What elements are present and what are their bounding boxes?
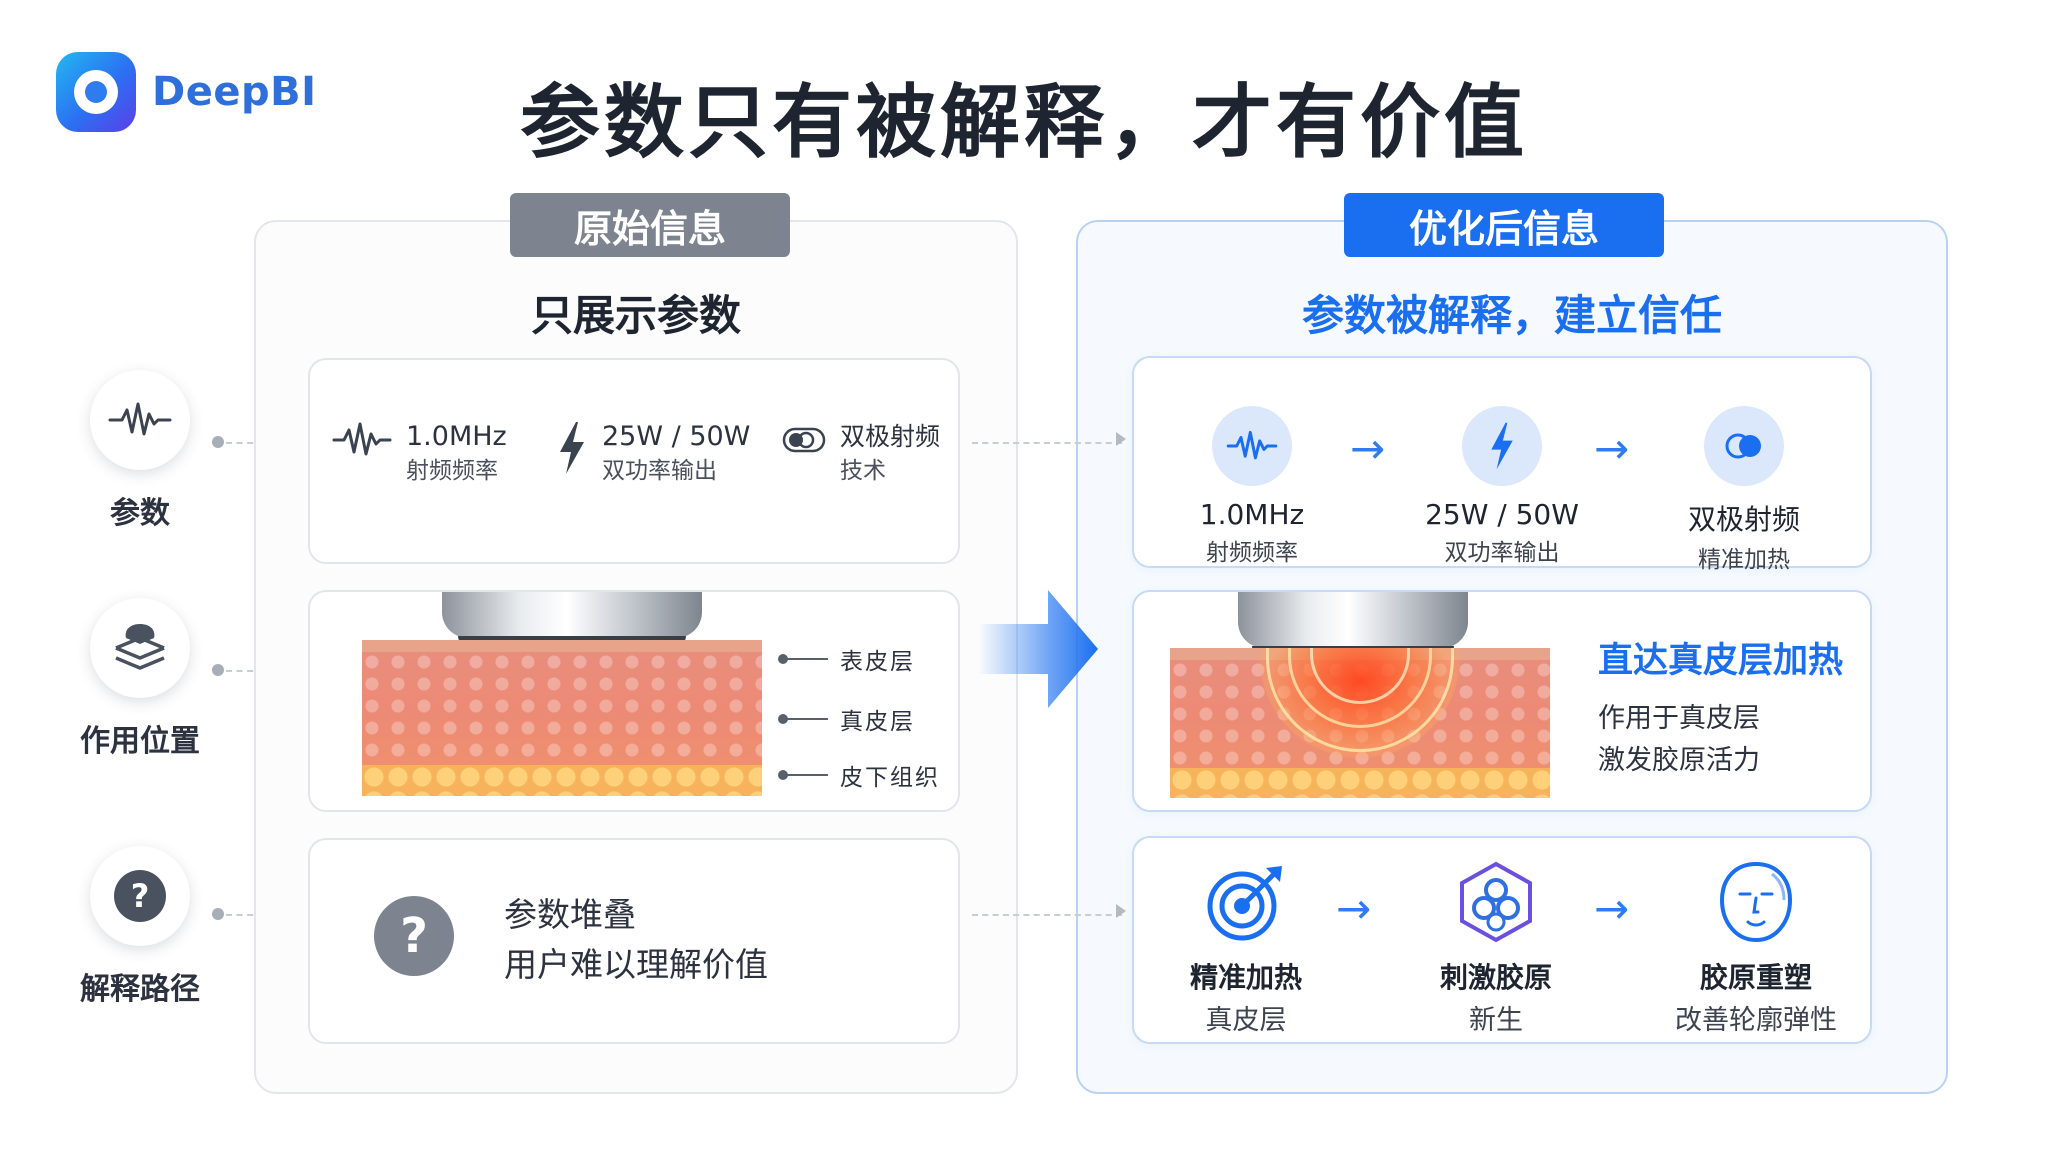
original-question-card: ? 参数堆叠 用户难以理解价值 [308,838,960,1044]
deepbi-logo-icon [56,52,136,132]
brand-logo: DeepBI [56,52,316,132]
connector-dot [212,664,224,676]
connector-line [972,914,1122,916]
lightning-icon [556,420,588,480]
skin-heat-image [1170,648,1550,798]
bipolar-icon [1704,406,1784,486]
layer-label-epidermis: 表皮层 [778,642,915,676]
param-item: 25W / 50W 双功率输出 [1392,406,1612,567]
heat-line-1: 作用于真皮层 [1598,703,1760,734]
original-skin-card: 表皮层 真皮层 皮下组织 [308,590,960,812]
path-desc: 新生 [1469,1005,1523,1036]
question-line-2: 用户难以理解价值 [504,945,768,984]
layer-label-text: 真皮层 [840,709,915,735]
question-line-1: 参数堆叠 [504,895,636,934]
optimized-params-card: 1.0MHz 射频频率 → 25W / 50W 双功率输出 → 双极射频 精准加… [1132,356,1872,573]
original-info-tag: 原始信息 [510,193,790,257]
path-item: 精准加热 真皮层 [1136,860,1356,1037]
collagen-icon [1454,860,1538,944]
svg-text:?: ? [400,908,428,964]
waveform-icon [1212,406,1292,486]
param-item: 25W / 50W 双功率输出 [556,420,750,488]
param-desc: 射频频率 [406,458,498,484]
row-label-text: 作用位置 [80,724,200,759]
param-value: 1.0MHz [1199,498,1305,531]
rf-probe-image [1238,592,1468,656]
row-label-params: 参数 [70,370,210,532]
waveform-icon [90,370,190,470]
path-desc: 改善轮廓弹性 [1675,1005,1837,1036]
target-icon [1204,860,1288,944]
row-label-position: 作用位置 [70,598,210,760]
row-label-path: ? 解释路径 [70,846,210,1008]
question-icon: ? [90,846,190,946]
param-item: 双极射频 精准加热 [1634,406,1854,574]
path-desc: 真皮层 [1205,1005,1287,1036]
path-value: 胶原重塑 [1699,961,1812,994]
arrow-right-icon: → [1350,424,1386,473]
path-item: 胶原重塑 改善轮廓弹性 [1644,860,1868,1037]
connector-arrowhead [1116,432,1126,446]
waveform-icon [332,420,392,464]
heat-line-2: 激发胶原活力 [1598,745,1760,776]
optimized-path-card: 精准加热 真皮层 → 刺激胶原 新生 → 胶原重塑 改善轮廓弹性 [1132,836,1872,1044]
path-value: 精准加热 [1189,961,1302,994]
optimized-subtitle: 参数被解释，建立信任 [1301,291,1722,340]
optimized-info-tag: 优化后信息 [1344,193,1664,257]
param-item: 双极射频 技术 [782,420,940,488]
lightning-icon [1462,406,1542,486]
param-value: 25W / 50W [602,421,751,452]
row-label-text: 解释路径 [80,972,200,1007]
param-desc: 双功率输出 [602,458,717,484]
param-item: 1.0MHz 射频频率 [332,420,507,488]
param-value: 1.0MHz [406,421,507,452]
param-value: 双极射频 [840,422,941,451]
connector-line [972,442,1122,444]
arrow-right-icon: → [1336,884,1372,933]
svg-text:?: ? [131,877,150,915]
skin-layers-image [362,640,762,796]
path-value: 刺激胶原 [1439,961,1552,994]
connector-dot [212,908,224,920]
connector-arrowhead [1116,904,1126,918]
param-desc: 射频频率 [1206,540,1298,566]
param-value: 25W / 50W [1425,498,1579,531]
param-value: 双极射频 [1687,503,1800,536]
param-item: 1.0MHz 射频频率 [1142,406,1362,567]
arrow-right-icon: → [1594,424,1630,473]
path-item: 刺激胶原 新生 [1386,860,1606,1037]
original-subtitle: 只展示参数 [530,291,741,340]
layer-label-subcutis: 皮下组织 [778,758,940,792]
heat-title: 直达真皮层加热 [1598,641,1844,681]
page-title: 参数只有被解释，才有价值 [520,76,1528,169]
param-desc: 精准加热 [1698,547,1790,573]
brand-name: DeepBI [152,69,317,115]
face-icon [1714,860,1798,944]
original-params-card: 1.0MHz 射频频率 25W / 50W 双功率输出 双极射频 技术 [308,358,960,564]
row-label-text: 参数 [110,496,170,531]
arrow-right-icon: → [1594,884,1630,933]
layers-icon [90,598,190,698]
optimized-skin-card: 直达真皮层加热 作用于真皮层 激发胶原活力 [1132,590,1872,812]
layer-label-text: 表皮层 [840,649,915,675]
transition-arrow-icon [978,590,1098,708]
param-desc: 技术 [840,458,886,484]
connector-dot [212,436,224,448]
bipolar-icon [782,426,826,458]
layer-label-text: 皮下组织 [840,765,940,791]
layer-label-dermis: 真皮层 [778,702,915,736]
rf-probe-image [442,592,702,646]
param-desc: 双功率输出 [1444,540,1560,566]
question-icon: ? [372,894,456,982]
